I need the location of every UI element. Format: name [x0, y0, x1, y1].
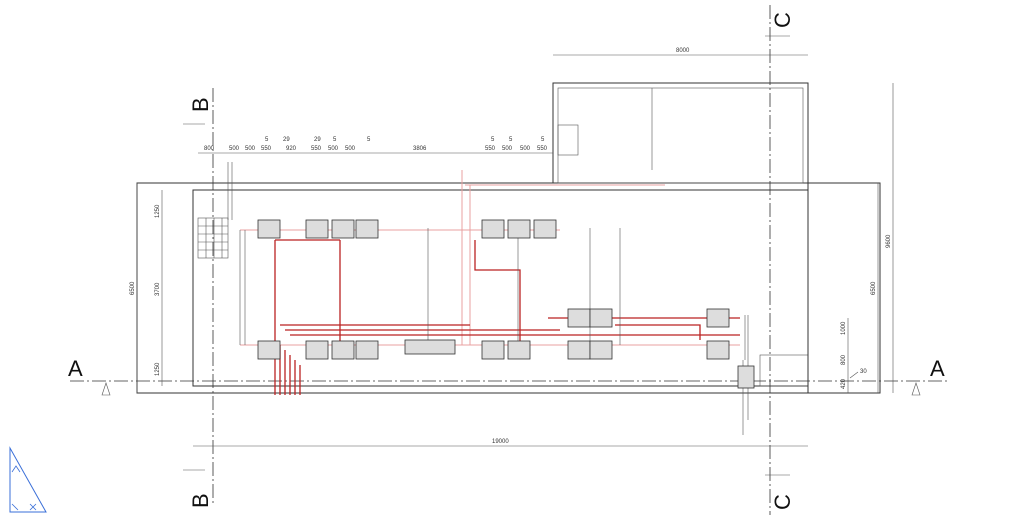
svg-text:5: 5	[333, 137, 337, 143]
left-total-label: 6500	[130, 281, 136, 295]
svg-text:550: 550	[311, 146, 322, 152]
svg-text:29: 29	[283, 137, 290, 143]
valve-units	[257, 219, 755, 389]
svg-text:500: 500	[345, 146, 356, 152]
dimensions	[136, 54, 894, 447]
building-outline	[136, 82, 881, 394]
section-label-a-right: A	[930, 356, 945, 381]
section-label-b-top: B	[188, 97, 213, 112]
right-part-2: 800	[841, 354, 847, 365]
right-part-1: 1000	[841, 321, 847, 335]
right-part-3: 420	[841, 378, 847, 389]
right-overall-label: 9600	[886, 234, 892, 248]
section-label-b-bottom: B	[188, 493, 213, 508]
svg-text:5: 5	[491, 137, 495, 143]
svg-text:550: 550	[537, 146, 548, 152]
section-label-c-bottom: C	[770, 494, 795, 510]
section-label-a-left: A	[68, 356, 83, 381]
svg-text:500: 500	[229, 146, 240, 152]
svg-text:500: 500	[520, 146, 531, 152]
svg-text:5: 5	[541, 137, 545, 143]
svg-text:5: 5	[265, 137, 269, 143]
svg-text:5: 5	[509, 137, 513, 143]
svg-text:5: 5	[367, 137, 371, 143]
piping	[227, 162, 749, 435]
svg-text:500: 500	[328, 146, 339, 152]
svg-text:3806: 3806	[413, 146, 427, 152]
ucs-icon	[9, 446, 47, 513]
room-width-label: 8000	[676, 48, 690, 54]
svg-text:500: 500	[245, 146, 256, 152]
right-total-label: 6500	[871, 281, 877, 295]
total-width-label: 19000	[492, 439, 509, 445]
left-part-1: 1250	[155, 204, 161, 218]
section-label-c-top: C	[770, 12, 795, 28]
svg-text:550: 550	[485, 146, 496, 152]
svg-text:550: 550	[261, 146, 272, 152]
svg-text:800: 800	[204, 146, 215, 152]
left-part-2: 3700	[155, 282, 161, 296]
top-dimension-labels: 800 500 500 550 920 550 500 500 3806 550…	[204, 137, 548, 152]
right-leader-label: 30	[860, 369, 867, 375]
svg-text:500: 500	[502, 146, 513, 152]
svg-text:29: 29	[314, 137, 321, 143]
left-part-3: 1250	[155, 362, 161, 376]
svg-text:920: 920	[286, 146, 297, 152]
